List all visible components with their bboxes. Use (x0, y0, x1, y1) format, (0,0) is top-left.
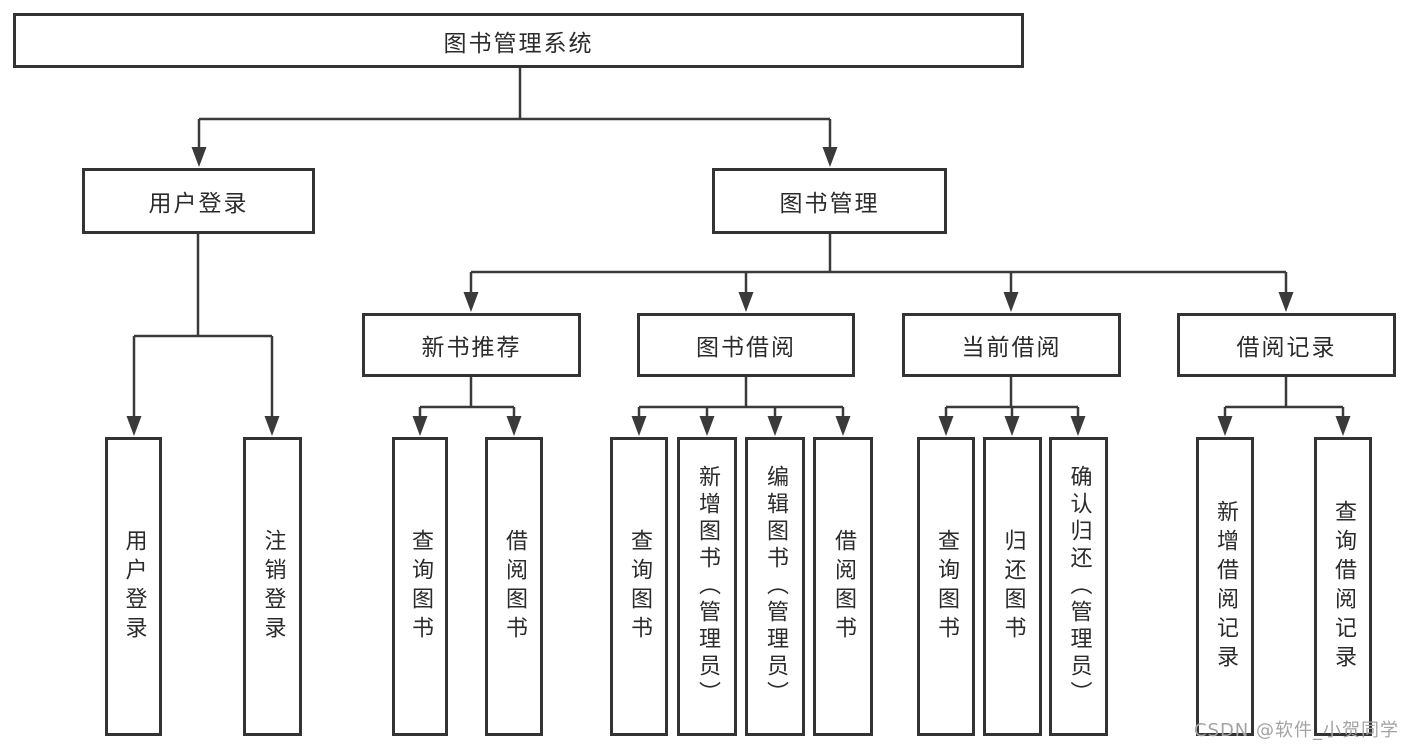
node-logout-label: 注销登录 (260, 528, 286, 645)
connector-book-mgmt-children (469, 234, 1288, 295)
arrowhead-book-mgmt (822, 147, 838, 167)
node-root-label: 图书管理系统 (443, 30, 594, 57)
node-add-record-label: 新增借阅记录 (1213, 499, 1238, 674)
node-borrow-book-2: 借阅图书 (813, 437, 873, 736)
node-add-record: 新增借阅记录 (1196, 437, 1254, 736)
node-book-mgmt-label: 图书管理 (779, 191, 880, 217)
arrowhead-book-borrow (738, 292, 754, 312)
node-return-book-label: 归还图书 (1000, 528, 1026, 645)
node-borrow-book-1: 借阅图书 (485, 437, 543, 736)
connector-book-borrow-children (637, 377, 845, 419)
connector-root-to-level2 (197, 67, 832, 150)
arrowhead-borrow-book-2 (835, 416, 851, 436)
node-login-label: 用户登录 (121, 528, 147, 645)
node-user-login: 用户登录 (82, 168, 315, 234)
node-query-book-2-label: 查询图书 (627, 528, 652, 645)
node-book-borrow-label: 图书借阅 (696, 335, 796, 361)
node-book-borrow: 图书借阅 (637, 313, 855, 377)
arrowhead-return-book (1004, 416, 1020, 436)
node-edit-book-label: 编辑图书（管理员） (763, 465, 788, 708)
node-query-book-3: 查询图书 (917, 437, 975, 736)
node-query-book-1: 查询图书 (392, 437, 448, 736)
connector-borrow-records-children (1223, 377, 1345, 419)
node-user-login-label: 用户登录 (148, 191, 249, 217)
node-add-book-label: 新增图书（管理员） (695, 465, 720, 708)
arrowhead-query-record (1335, 416, 1351, 436)
arrowhead-add-record (1217, 416, 1233, 436)
node-edit-book: 编辑图书（管理员） (745, 437, 805, 736)
node-borrow-records: 借阅记录 (1177, 313, 1396, 377)
node-current-borrow: 当前借阅 (902, 313, 1121, 377)
node-add-book: 新增图书（管理员） (677, 437, 737, 736)
node-logout: 注销登录 (243, 437, 302, 736)
node-query-record: 查询借阅记录 (1314, 437, 1372, 736)
arrowhead-current-borrow (1003, 292, 1019, 312)
connector-current-borrow-children (944, 377, 1080, 419)
arrowhead-login (126, 416, 142, 436)
csdn-watermark: CSDN @软件_小贺同学 (1193, 720, 1399, 741)
arrowhead-edit-book (767, 416, 783, 436)
node-query-book-2: 查询图书 (610, 437, 668, 736)
node-query-book-3-label: 查询图书 (934, 528, 959, 645)
node-borrow-book-1-label: 借阅图书 (502, 528, 527, 645)
arrowhead-query-book-2 (631, 416, 647, 436)
arrowhead-confirm-return (1070, 416, 1086, 436)
node-confirm-return-label: 确认归还（管理员） (1066, 465, 1092, 708)
node-root: 图书管理系统 (13, 13, 1024, 68)
node-book-mgmt: 图书管理 (712, 168, 947, 234)
node-borrow-book-2-label: 借阅图书 (831, 528, 856, 645)
arrowhead-user-login (191, 147, 207, 167)
arrowhead-borrow-records (1278, 292, 1294, 312)
node-current-borrow-label: 当前借阅 (961, 335, 1062, 361)
arrowhead-query-book-3 (938, 416, 954, 436)
arrowhead-add-book (699, 416, 715, 436)
arrowhead-logout (264, 416, 280, 436)
node-query-book-1-label: 查询图书 (408, 528, 433, 645)
node-query-record-label: 查询借阅记录 (1331, 499, 1356, 674)
node-borrow-records-label: 借阅记录 (1236, 335, 1337, 361)
node-new-books: 新书推荐 (362, 313, 581, 377)
connector-new-books-children (418, 377, 516, 419)
node-new-books-label: 新书推荐 (421, 335, 522, 361)
node-return-book: 归还图书 (983, 437, 1042, 736)
connector-user-login-children (132, 234, 274, 419)
arrowhead-query-book-1 (412, 416, 428, 436)
arrowhead-borrow-book-1 (506, 416, 522, 436)
node-confirm-return: 确认归还（管理员） (1049, 437, 1108, 736)
node-login: 用户登录 (105, 437, 162, 736)
arrowhead-new-books (463, 292, 479, 312)
